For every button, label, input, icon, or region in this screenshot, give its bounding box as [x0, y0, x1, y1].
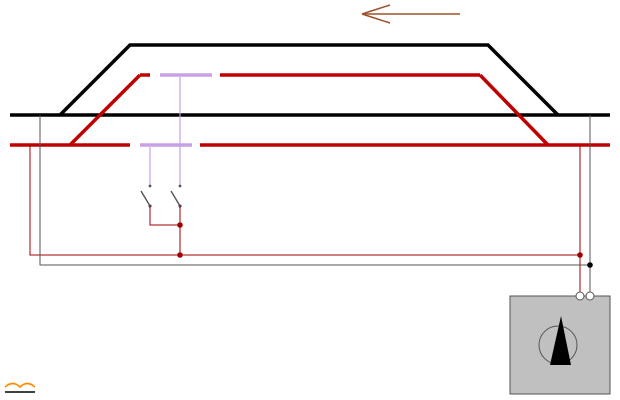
- outer-loop-track: [10, 43, 610, 117]
- inner-loop-track: [10, 73, 610, 147]
- dark-wiring: [39, 115, 593, 292]
- red-wiring: [29, 145, 583, 292]
- isolating-sections: [140, 73, 212, 186]
- junction-dot: [577, 252, 583, 258]
- direction-arrow-icon: [361, 4, 460, 24]
- terminal-dark: [585, 291, 595, 301]
- terminal-red: [575, 291, 585, 301]
- switch-right: [170, 184, 182, 208]
- logo-icon: [4, 382, 36, 393]
- controller: [509, 291, 611, 395]
- knob-pointer: [550, 316, 571, 365]
- junction-dot: [177, 222, 183, 228]
- section-switches: [140, 184, 182, 208]
- junction-dot: [587, 262, 593, 268]
- switch-left: [140, 184, 152, 208]
- junction-dot: [177, 252, 183, 258]
